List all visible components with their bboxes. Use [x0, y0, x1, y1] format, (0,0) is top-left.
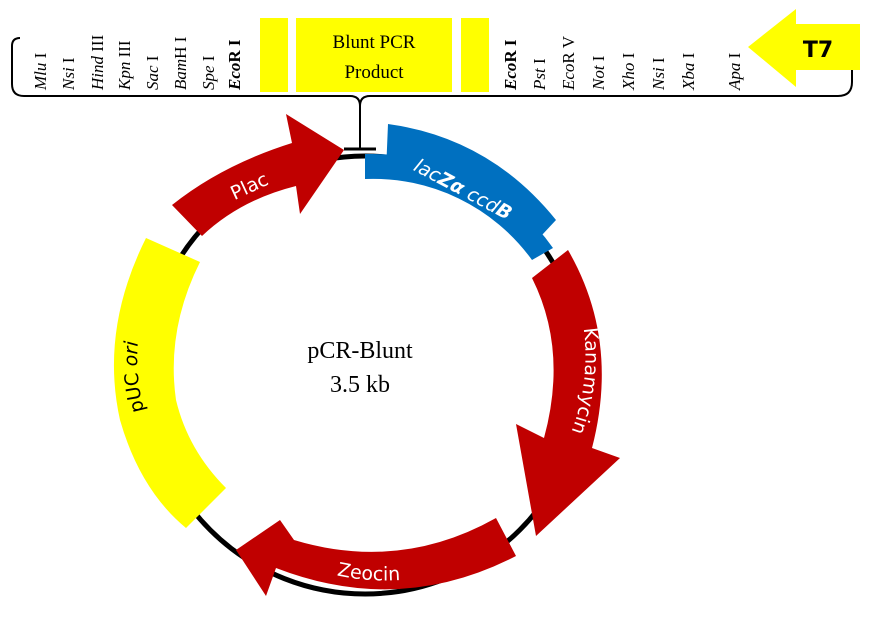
kanamycin-arrow — [516, 250, 620, 536]
restriction-site-label: Hind III — [88, 34, 107, 91]
puc-ori-label: pUC ori — [120, 340, 149, 415]
lacz-ccdb-segment — [365, 153, 553, 260]
plasmid-map: lacZα ccdB Plac Kanamycin Zeocin pUC ori… — [113, 114, 620, 597]
restriction-site-label: Sac I — [143, 55, 162, 90]
multiple-cloning-site: Mlu I Nsi I Hind III Kpn III Sac I BamH I Spe … — [11, 9, 860, 151]
restriction-site-label: BamH I — [171, 36, 190, 90]
mcs-bracket — [11, 30, 853, 148]
t7-label: T7 — [803, 38, 833, 63]
mcs-yellow-block-right — [461, 18, 489, 92]
restriction-site-label: Nsi I — [649, 57, 668, 91]
lacz-ccdb-shape — [386, 124, 556, 250]
restriction-site-label: Pst I — [530, 58, 549, 91]
restriction-site-label: EcoR V — [559, 35, 578, 91]
insert-label-line1: Blunt PCR — [333, 32, 416, 53]
puc-ori-segment — [113, 238, 226, 528]
restriction-site-label: Kpn III — [115, 40, 134, 91]
restriction-site-label: EcoR I — [501, 39, 520, 91]
plasmid-size: 3.5 kb — [330, 372, 390, 398]
mcs-yellow-block-left — [260, 18, 288, 92]
restriction-site-label: Apa I — [725, 52, 744, 91]
insert-label-line2: Product — [344, 62, 404, 83]
plasmid-name: pCR-Blunt — [307, 338, 413, 364]
t7-promoter-arrow — [748, 9, 860, 87]
restriction-site-label: Xho I — [619, 52, 638, 91]
restriction-site-label: Spe I — [199, 55, 218, 90]
plac-arrow — [172, 114, 344, 236]
restriction-site-label: Xba I — [679, 52, 698, 91]
restriction-site-label: Not I — [589, 55, 608, 91]
restriction-site-labels: Mlu I Nsi I Hind III Kpn III Sac I BamH I Spe … — [31, 34, 744, 91]
restriction-site-label: Mlu I — [31, 52, 50, 91]
restriction-site-label: Nsi I — [59, 57, 78, 91]
zeocin-arrow — [236, 518, 516, 596]
restriction-site-label: EcoR I — [225, 39, 244, 91]
insert-box — [296, 18, 452, 92]
